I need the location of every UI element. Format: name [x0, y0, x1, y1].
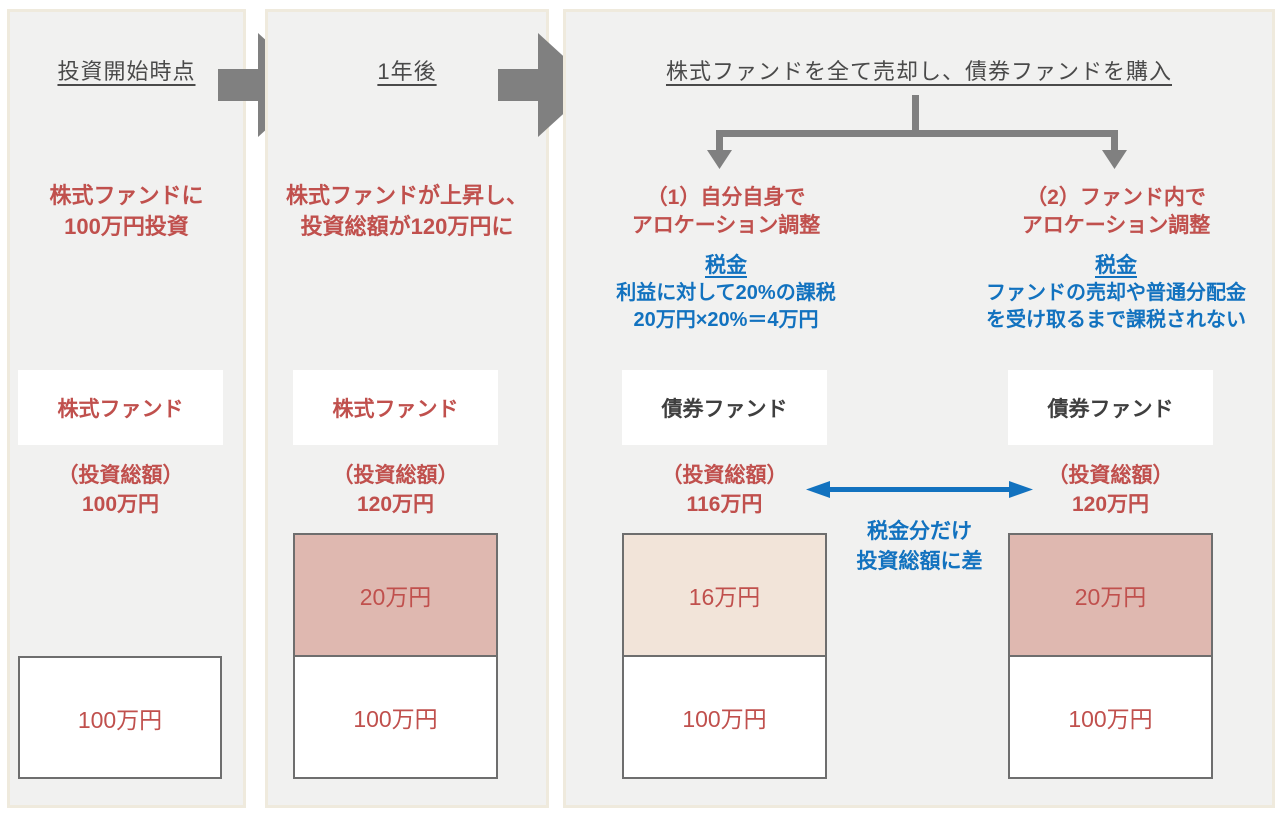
- option-1-fund-label-box: 債券ファンド: [622, 370, 827, 445]
- arrow-right-icon: [498, 33, 595, 137]
- panel-1-description-line2: 100万円投資: [64, 214, 189, 239]
- panel-2-stacked-bar: 20万円 100万円: [293, 533, 498, 779]
- option-2-principal-segment: 100万円: [1010, 657, 1211, 777]
- panel-1-total-caption: （投資総額）: [57, 464, 184, 487]
- panel-2-heading-text: 1年後: [377, 59, 437, 84]
- option-1-principal-value: 100万円: [682, 706, 767, 732]
- panel-2-principal-segment: 100万円: [295, 657, 496, 777]
- option-2-title-line2: アロケーション調整: [1021, 214, 1211, 237]
- panel-1-principal-box: 100万円: [18, 656, 222, 779]
- panel-2-total-value: 120万円: [356, 493, 435, 516]
- option-1-principal-segment: 100万円: [624, 657, 825, 777]
- option-2-total: （投資総額） 120万円: [1008, 461, 1213, 519]
- option-2-fund-label: 債券ファンド: [1047, 397, 1174, 421]
- panel-1-fund-label-box: 株式ファンド: [18, 370, 223, 445]
- panel-2-principal-value: 100万円: [353, 706, 438, 732]
- option-2-principal-value: 100万円: [1068, 706, 1153, 732]
- tax-difference-line2: 投資総額に差: [856, 550, 983, 573]
- option-1-fund-label: 債券ファンド: [661, 397, 788, 421]
- panel-1-heading-text: 投資開始時点: [57, 59, 196, 84]
- option-1-total-value: 116万円: [686, 493, 763, 516]
- panel-3-heading: 株式ファンドを全て売却し、債券ファンドを購入: [566, 54, 1272, 86]
- tax-difference-note: 税金分だけ 投資総額に差: [806, 517, 1033, 577]
- option-1-title: （1）自分自身で アロケーション調整: [606, 184, 846, 240]
- option-2-title: （2）ファンド内で アロケーション調整: [996, 184, 1236, 240]
- option-2-fund-label-box: 債券ファンド: [1008, 370, 1213, 445]
- panel-2-fund-label-box: 株式ファンド: [293, 370, 498, 445]
- panel-1-total: （投資総額） 100万円: [18, 461, 223, 519]
- option-2-tax-note: 税金 ファンドの売却や普通分配金 を受け取るまで課税されない: [961, 252, 1271, 334]
- panel-2-description-line2: 投資総額が120万円に: [300, 214, 514, 239]
- panel-1-heading: 投資開始時点: [10, 54, 243, 86]
- option-2-tax-line1: ファンドの売却や普通分配金: [986, 282, 1246, 304]
- panel-3-heading-text: 株式ファンドを全て売却し、債券ファンドを購入: [665, 59, 1172, 84]
- panel-2-heading: 1年後: [268, 54, 546, 86]
- panel-2-gain-segment: 20万円: [295, 535, 496, 657]
- panel-2-total: （投資総額） 120万円: [293, 461, 498, 519]
- option-1-total: （投資総額） 116万円: [622, 461, 827, 519]
- option-1-title-line1: （1）自分自身で: [646, 186, 806, 209]
- option-2-gain-value: 20万円: [1074, 584, 1147, 610]
- split-down-arrows-icon: [707, 95, 1127, 169]
- option-1-gain-segment: 16万円: [624, 535, 825, 657]
- panel-2-description-line1: 株式ファンドが上昇し、: [285, 183, 528, 208]
- tax-difference-line1: 税金分だけ: [867, 520, 972, 543]
- option-1-tax-heading: 税金: [705, 254, 747, 277]
- option-2-total-caption: （投資総額）: [1047, 464, 1174, 487]
- option-2-title-line1: （2）ファンド内で: [1026, 186, 1206, 209]
- option-1-stacked-bar: 16万円 100万円: [622, 533, 827, 779]
- panel-one-year-later: 1年後 株式ファンドが上昇し、 投資総額が120万円に 株式ファンド （投資総額…: [268, 12, 546, 805]
- option-1-tax-line2: 20万円×20%＝4万円: [633, 309, 819, 331]
- panel-investment-start: 投資開始時点 株式ファンドに 100万円投資 株式ファンド （投資総額） 100…: [10, 12, 243, 805]
- option-2-stacked-bar: 20万円 100万円: [1008, 533, 1213, 779]
- panel-2-fund-label: 株式ファンド: [332, 397, 459, 421]
- panel-1-description-line1: 株式ファンドに: [49, 183, 204, 208]
- panel-2-total-caption: （投資総額）: [332, 464, 459, 487]
- option-1-tax-line1: 利益に対して20%の課税: [616, 282, 836, 304]
- panel-2-description: 株式ファンドが上昇し、 投資総額が120万円に: [268, 180, 546, 242]
- panel-1-principal-value: 100万円: [77, 706, 163, 733]
- option-1-total-caption: （投資総額）: [661, 464, 788, 487]
- option-2-gain-segment: 20万円: [1010, 535, 1211, 657]
- panel-1-total-value: 100万円: [81, 493, 160, 516]
- option-2-total-value: 120万円: [1071, 493, 1150, 516]
- arrow-right-icon: [218, 33, 315, 137]
- option-2-tax-line2: を受け取るまで課税されない: [986, 309, 1246, 331]
- option-2-tax-heading: 税金: [1095, 254, 1137, 277]
- double-arrow-icon: [806, 481, 1033, 498]
- option-1-tax-note: 税金 利益に対して20%の課税 20万円×20%＝4万円: [591, 252, 861, 334]
- panel-1-description: 株式ファンドに 100万円投資: [10, 180, 243, 242]
- option-1-title-line2: アロケーション調整: [631, 214, 821, 237]
- panel-sell-and-switch: 株式ファンドを全て売却し、債券ファンドを購入 （1）自分自身で アロケーション調…: [566, 12, 1272, 805]
- panel-1-fund-label: 株式ファンド: [57, 397, 184, 421]
- option-1-gain-value: 16万円: [688, 584, 761, 610]
- panel-2-gain-value: 20万円: [359, 584, 432, 610]
